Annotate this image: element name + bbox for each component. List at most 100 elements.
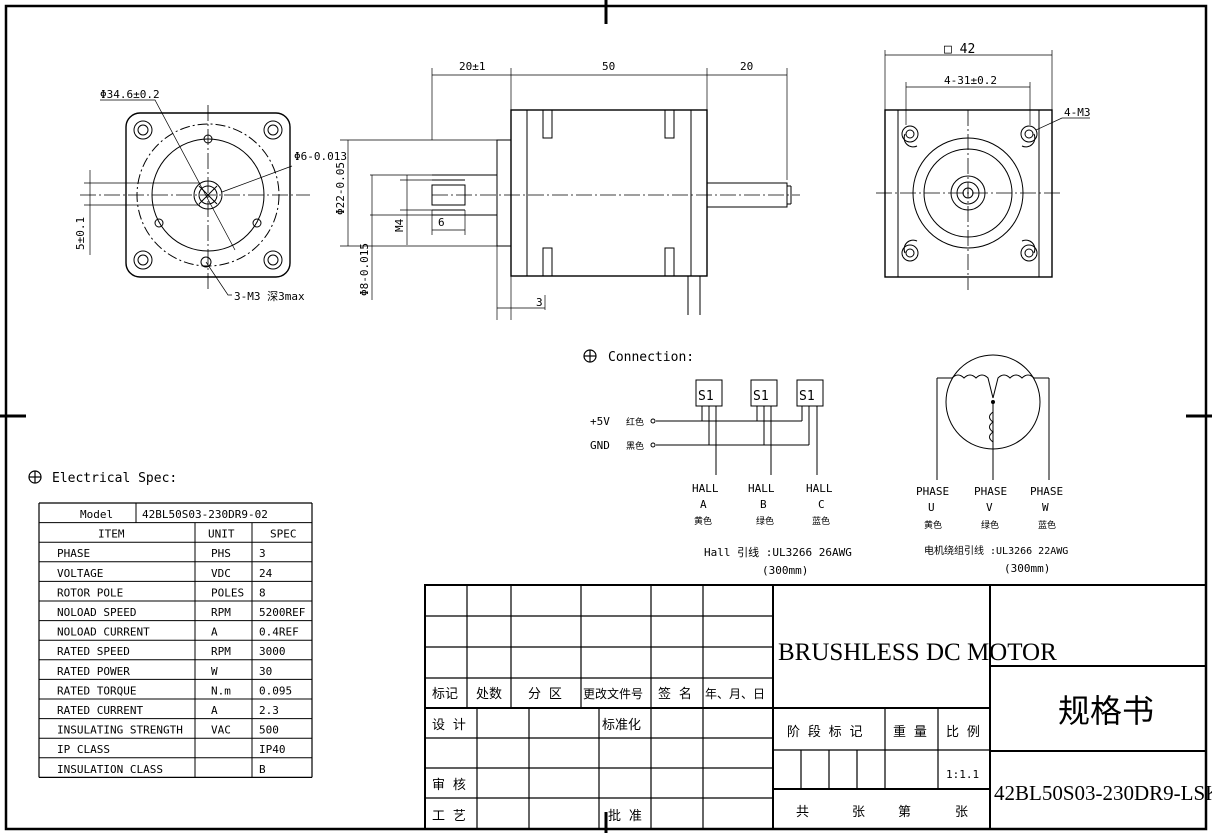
- rear-hole-br: [1020, 239, 1038, 262]
- spec-row-item: RATED POWER: [57, 665, 130, 678]
- rear-square-dim: □ 42: [944, 42, 975, 57]
- label-total: 共: [796, 805, 809, 820]
- rear-pitch-dim: 4-31±0.2: [944, 74, 997, 87]
- hall-wire-spec: Hall 引线 :UL3266 26AWG: [704, 545, 852, 559]
- rev-header-change-doc: 更改文件号: [583, 686, 643, 701]
- spec-row-value: B: [259, 763, 266, 776]
- spec-row-item: RATED TORQUE: [57, 684, 136, 697]
- side-pilot-depth: 3: [536, 296, 543, 309]
- rev-header-sign: 签 名: [658, 686, 692, 702]
- hall-c-l1: HALL: [806, 482, 833, 495]
- label-approve: 批 准: [608, 809, 642, 824]
- label-scale: 比 例: [946, 725, 980, 740]
- phase-u-color: 黄色: [924, 519, 942, 531]
- spec-row-unit: PHS: [211, 547, 231, 560]
- spec-row-value: 3000: [259, 645, 286, 658]
- side-dim-front: 20±1: [459, 60, 486, 73]
- side-thread: M4: [393, 218, 406, 232]
- front-bore-dim: Φ34.6±0.2: [100, 88, 160, 101]
- phase-w-l1: PHASE: [1030, 485, 1063, 498]
- spec-row-value: 24: [259, 567, 273, 580]
- side-view: [340, 68, 800, 320]
- hall-sensor-1: S1: [698, 389, 714, 404]
- hall-c-l2: C: [818, 498, 825, 511]
- phase-v-color: 绿色: [981, 519, 999, 531]
- product-name: BRUSHLESS DC MOTOR: [778, 639, 1057, 666]
- spec-row-unit: N.m: [211, 684, 231, 697]
- plus5v-label: +5V: [590, 415, 610, 428]
- mount-hole-bl: [133, 250, 153, 270]
- spec-bullet-icon: [28, 470, 42, 484]
- spec-row-item: PHASE: [57, 547, 90, 560]
- phase-u-l2: U: [928, 501, 935, 514]
- hall-b-l1: HALL: [748, 482, 775, 495]
- label-sheet-unit: 张: [955, 805, 968, 820]
- rev-header-mark: 标记: [432, 687, 458, 702]
- rev-header-date: 年、月、日: [705, 687, 765, 701]
- label-standardization: 标准化: [602, 718, 641, 733]
- hall-a-l2: A: [700, 498, 707, 511]
- spec-row-unit: RPM: [211, 645, 231, 658]
- title-block: [424, 584, 1207, 830]
- label-review: 审 核: [432, 778, 466, 793]
- spec-model-value: 42BL50S03-230DR9-02: [142, 508, 268, 521]
- side-dim-rear: 20: [740, 60, 753, 73]
- spec-row-item: NOLOAD CURRENT: [57, 626, 150, 639]
- label-sheets: 张: [852, 805, 865, 820]
- gnd-label: GND: [590, 439, 610, 452]
- hall-b-color: 绿色: [756, 515, 774, 527]
- phase-w-color: 蓝色: [1038, 519, 1056, 531]
- connection-title: Connection:: [608, 350, 694, 365]
- mount-hole-tl: [133, 120, 153, 140]
- gnd-color: 黑色: [626, 440, 644, 452]
- rear-hole-bl: [901, 239, 919, 262]
- rev-header-zone: 分 区: [528, 687, 562, 702]
- label-sheet-no: 第: [898, 805, 911, 820]
- side-shaft-dim: Φ8-0.015: [358, 243, 371, 296]
- hall-wiring: [650, 379, 824, 475]
- spec-row-unit: VDC: [211, 567, 231, 580]
- part-number: 42BL50S03-230DR9-LSK: [994, 781, 1212, 805]
- spec-row-item: INSULATING STRENGTH: [57, 724, 183, 737]
- front-holes-note: 3-M3 深3max: [234, 290, 305, 303]
- hall-wire-length: (300mm): [762, 564, 808, 577]
- spec-row-value: 0.095: [259, 684, 292, 697]
- phase-wire-spec: 电机绕组引线 :UL3266 22AWG: [924, 544, 1068, 557]
- hall-a-color: 黄色: [694, 515, 712, 527]
- front-view: [80, 99, 310, 296]
- spec-row-item: RATED CURRENT: [57, 704, 143, 717]
- spec-row-value: 0.4REF: [259, 626, 299, 639]
- rear-hole-tr: [1020, 125, 1038, 148]
- spec-row-value: 2.3: [259, 704, 279, 717]
- plus5v-color: 红色: [626, 416, 644, 428]
- spec-header-unit: UNIT: [208, 528, 235, 541]
- label-stage: 阶 段 标 记: [787, 725, 862, 740]
- hall-b-l2: B: [760, 498, 767, 511]
- spec-row-unit: VAC: [211, 724, 231, 737]
- spec-model-label: Model: [80, 508, 113, 521]
- phase-v-l1: PHASE: [974, 485, 1007, 498]
- spec-row-unit: A: [211, 626, 218, 639]
- spec-row-value: 3: [259, 547, 266, 560]
- rear-holes-note: 4-M3: [1064, 106, 1091, 119]
- spec-row-item: IP CLASS: [57, 743, 110, 756]
- rear-view: [876, 50, 1090, 290]
- connection-bullet-icon: [583, 349, 597, 363]
- spec-row-unit: RPM: [211, 606, 231, 619]
- spec-row-value: 30: [259, 665, 272, 678]
- spec-row-item: INSULATION CLASS: [57, 763, 163, 776]
- spec-row-value: 8: [259, 586, 266, 599]
- spec-row-item: ROTOR POLE: [57, 586, 123, 599]
- mount-hole-tr: [263, 120, 283, 140]
- label-process: 工 艺: [432, 809, 466, 824]
- spec-row-item: NOLOAD SPEED: [57, 606, 136, 619]
- spec-row-unit: A: [211, 704, 218, 717]
- mount-hole-br: [263, 250, 283, 270]
- front-flat-dim: 5±0.1: [74, 217, 87, 250]
- spec-header-item: ITEM: [98, 528, 125, 541]
- side-pilot-dim: Φ22-0.05: [334, 162, 347, 215]
- spec-row-item: VOLTAGE: [57, 567, 103, 580]
- label-weight: 重 量: [893, 724, 927, 740]
